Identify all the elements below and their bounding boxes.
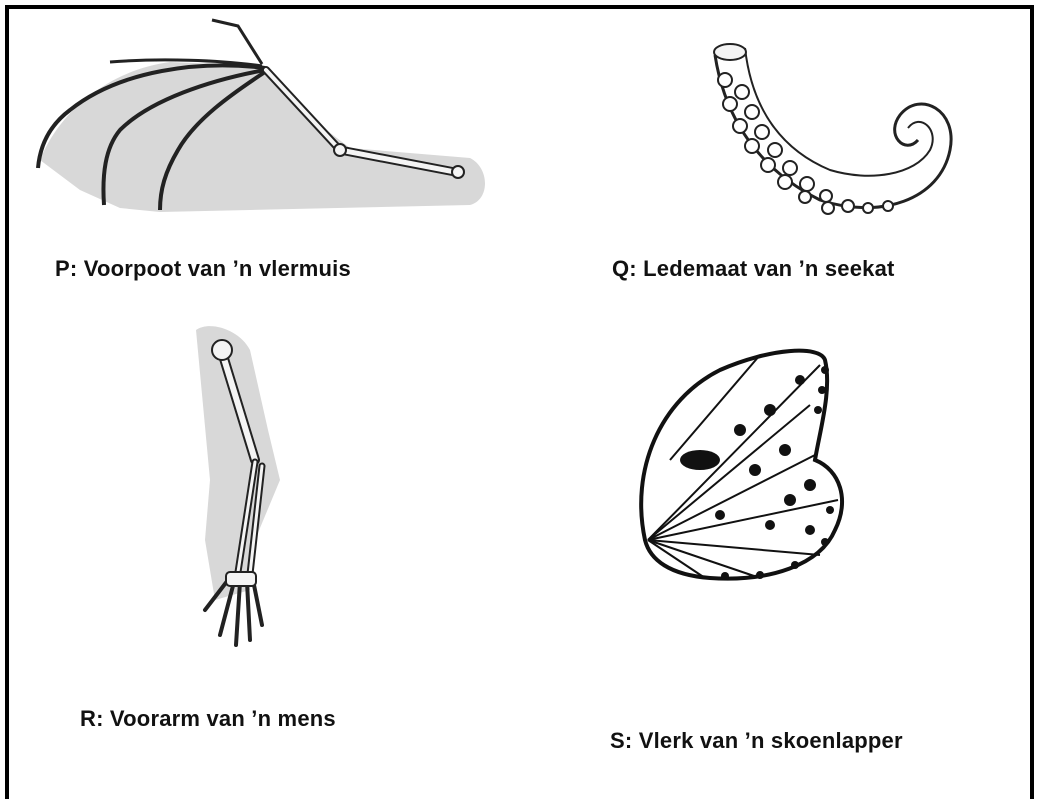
panel-p: P: Voorpoot van ’n vlermuis xyxy=(0,0,520,300)
bat-forelimb-icon xyxy=(0,0,520,230)
caption-r: R: Voorarm van ’n mens xyxy=(80,706,336,732)
panel-r: R: Voorarm van ’n mens xyxy=(0,310,520,730)
human-arm-icon xyxy=(0,310,520,670)
panel-q: Q: Ledemaat van ’n seekat xyxy=(520,0,1030,300)
panel-s: S: Vlerk van ’n skoenlapper xyxy=(520,310,1030,750)
octopus-tentacle-icon xyxy=(520,0,1030,230)
caption-q: Q: Ledemaat van ’n seekat xyxy=(612,256,895,282)
caption-p: P: Voorpoot van ’n vlermuis xyxy=(55,256,351,282)
caption-s: S: Vlerk van ’n skoenlapper xyxy=(610,728,903,754)
butterfly-wing-icon xyxy=(520,310,1030,610)
